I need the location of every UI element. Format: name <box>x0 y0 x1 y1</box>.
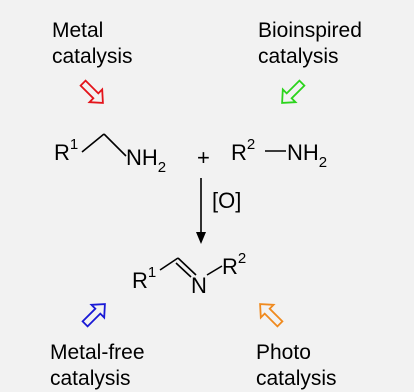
oxidant-label: [O] <box>212 188 242 213</box>
label-photo-line2: catalysis <box>256 367 337 390</box>
product-r1-symbol: R <box>132 268 148 293</box>
label-metal-free-line2: catalysis <box>50 367 131 390</box>
r1-superscript: 1 <box>69 135 79 153</box>
label-bioinspired-line1: Bioinspired <box>258 19 362 42</box>
r2-symbol: R <box>231 140 247 165</box>
photo-catalysis-arrow-icon <box>259 303 284 328</box>
metal-catalysis-arrow-icon <box>79 79 104 104</box>
product-r1: R1 <box>132 265 156 294</box>
reactant-r2: R2 <box>231 137 255 166</box>
product-r2-symbol: R <box>222 254 238 279</box>
metal-free-catalysis-arrow-icon <box>81 303 106 328</box>
bond-r1-ch2 <box>81 133 105 153</box>
bond-product-n-r2 <box>206 265 223 276</box>
reactant-r1: R1 <box>54 137 78 166</box>
nh2-symbol: NH <box>287 140 319 165</box>
bond-product-c-n-double <box>175 262 192 278</box>
product-r2: R2 <box>222 251 246 280</box>
reaction-arrow-head <box>196 232 206 244</box>
label-metal-free-line1: Metal-free <box>50 341 145 364</box>
product-r2-superscript: 2 <box>237 249 247 267</box>
label-metal-line1: Metal <box>52 19 104 42</box>
r1-symbol: R <box>54 140 70 165</box>
bioinspired-catalysis-arrow-icon <box>281 79 306 104</box>
bond-ch2-n <box>103 133 127 157</box>
reactant-nh2-left: NH2 <box>126 145 166 175</box>
label-bioinspired-catalysis: Bioinspired catalysis <box>258 18 362 70</box>
bond-product-c-n <box>177 257 197 276</box>
nh-symbol: NH <box>126 145 158 170</box>
label-photo-catalysis: Photo catalysis <box>256 340 337 392</box>
bond-product-r1-ch <box>159 257 179 271</box>
label-photo-line1: Photo <box>256 341 311 364</box>
label-metal-line2: catalysis <box>52 45 133 68</box>
product-nitrogen: N <box>191 273 207 298</box>
r2-superscript: 2 <box>246 135 256 153</box>
nh-subscript: 2 <box>157 159 167 177</box>
reactant-nh2-right: NH2 <box>287 140 327 170</box>
label-metal-catalysis: Metal catalysis <box>52 18 133 70</box>
label-bioinspired-line2: catalysis <box>258 45 339 68</box>
nh2-subscript: 2 <box>318 154 328 172</box>
plus-sign: + <box>197 145 210 170</box>
product-r1-superscript: 1 <box>147 263 157 281</box>
label-metal-free-catalysis: Metal-free catalysis <box>50 340 145 392</box>
